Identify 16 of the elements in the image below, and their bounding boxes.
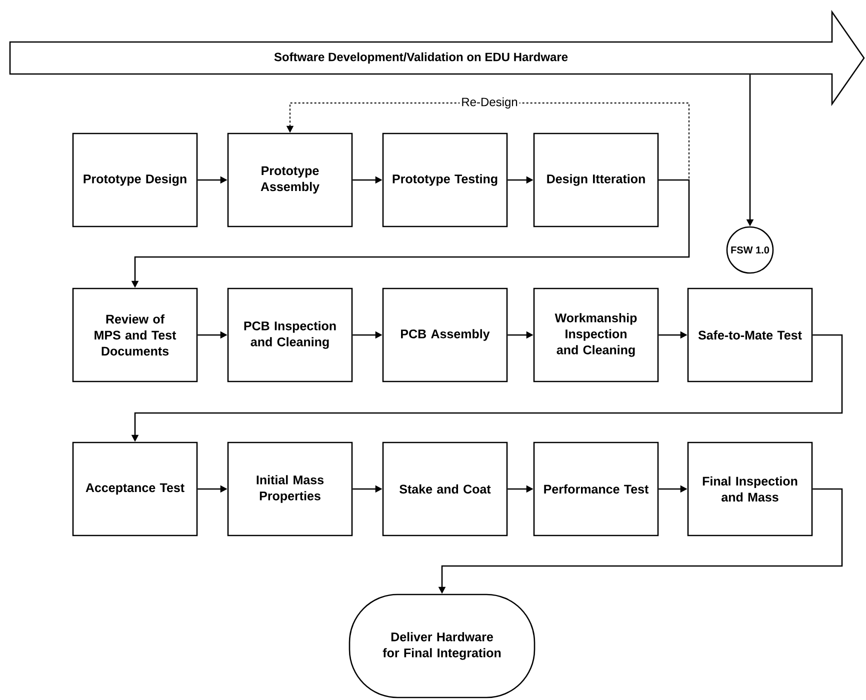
edge-label: Re-Design [460, 96, 520, 110]
process-box: Stake and Coat [382, 442, 508, 536]
process-box: Review of MPS and Test Documents [72, 288, 198, 382]
process-box: PCB Assembly [382, 288, 508, 382]
process-box: Prototype Design [72, 132, 198, 228]
process-box: PCB Inspection and Cleaning [227, 288, 353, 382]
process-box: Performance Test [533, 442, 659, 536]
process-box: Prototype Testing [382, 132, 508, 228]
process-box: Final Inspection and Mass [687, 442, 813, 536]
process-box: Initial Mass Properties [227, 442, 353, 536]
process-box: Design Itteration [533, 132, 659, 228]
terminal-box: Deliver Hardware for Final Integration [348, 594, 536, 698]
process-box: Safe-to-Mate Test [687, 288, 813, 382]
process-box: Workmanship Inspection and Cleaning [533, 288, 659, 382]
process-box: Prototype Assembly [227, 132, 353, 228]
process-box: Acceptance Test [72, 442, 198, 536]
